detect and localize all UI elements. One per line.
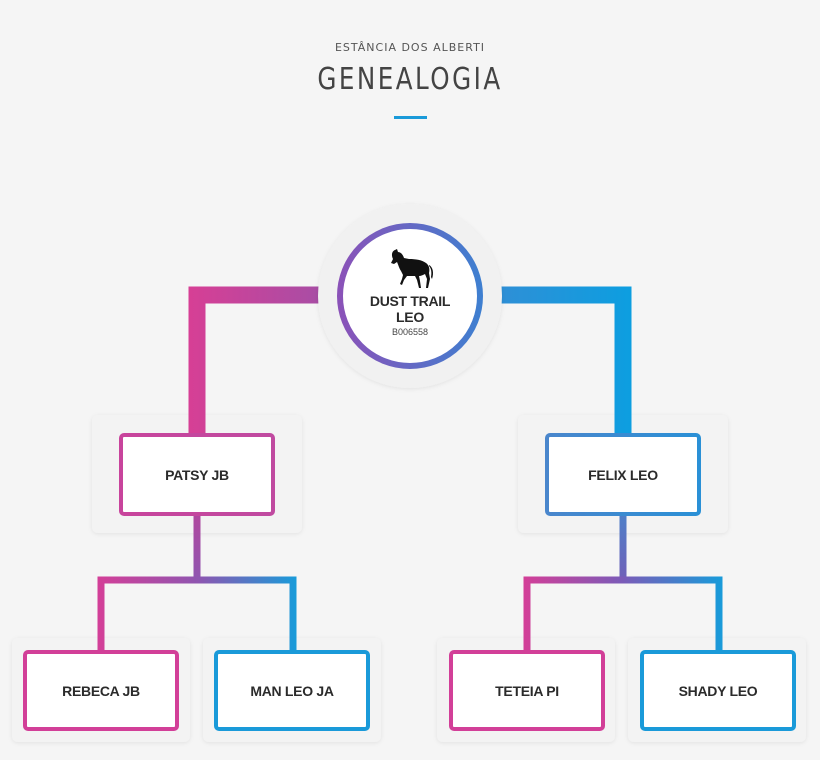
mother-box[interactable] (119, 433, 275, 516)
grandmother-maternal-name: REBECA JB (62, 682, 140, 699)
root-node[interactable] (337, 223, 483, 369)
subtitle: ESTÂNCIA DOS ALBERTI (334, 41, 486, 54)
root-name: DUST TRAIL LEO (350, 293, 470, 325)
horse-icon (391, 249, 433, 288)
page-title: GENEALOGIA (317, 62, 503, 97)
grandmother-paternal-name: TETEIA PI (495, 682, 559, 699)
grandfather-maternal-name: MAN LEO JA (250, 682, 334, 699)
root-registration-code: B006558 (391, 327, 429, 337)
grandmother-maternal-box[interactable] (23, 650, 179, 731)
grandfather-paternal-name: SHADY LEO (678, 682, 758, 699)
connector-father-to-grandparents (523, 576, 723, 655)
mother-name: PATSY JB (165, 466, 229, 483)
root-name-line1: DUST TRAIL (369, 293, 451, 309)
title-underline (394, 116, 427, 119)
grandfather-maternal-box[interactable] (214, 650, 370, 731)
grandfather-paternal-box[interactable] (640, 650, 796, 731)
father-box[interactable] (545, 433, 701, 516)
root-name-line2: LEO (396, 309, 424, 325)
grandmother-paternal-box[interactable] (449, 650, 605, 731)
connector-mother-to-grandparents (97, 576, 297, 655)
father-name: FELIX LEO (588, 466, 658, 483)
